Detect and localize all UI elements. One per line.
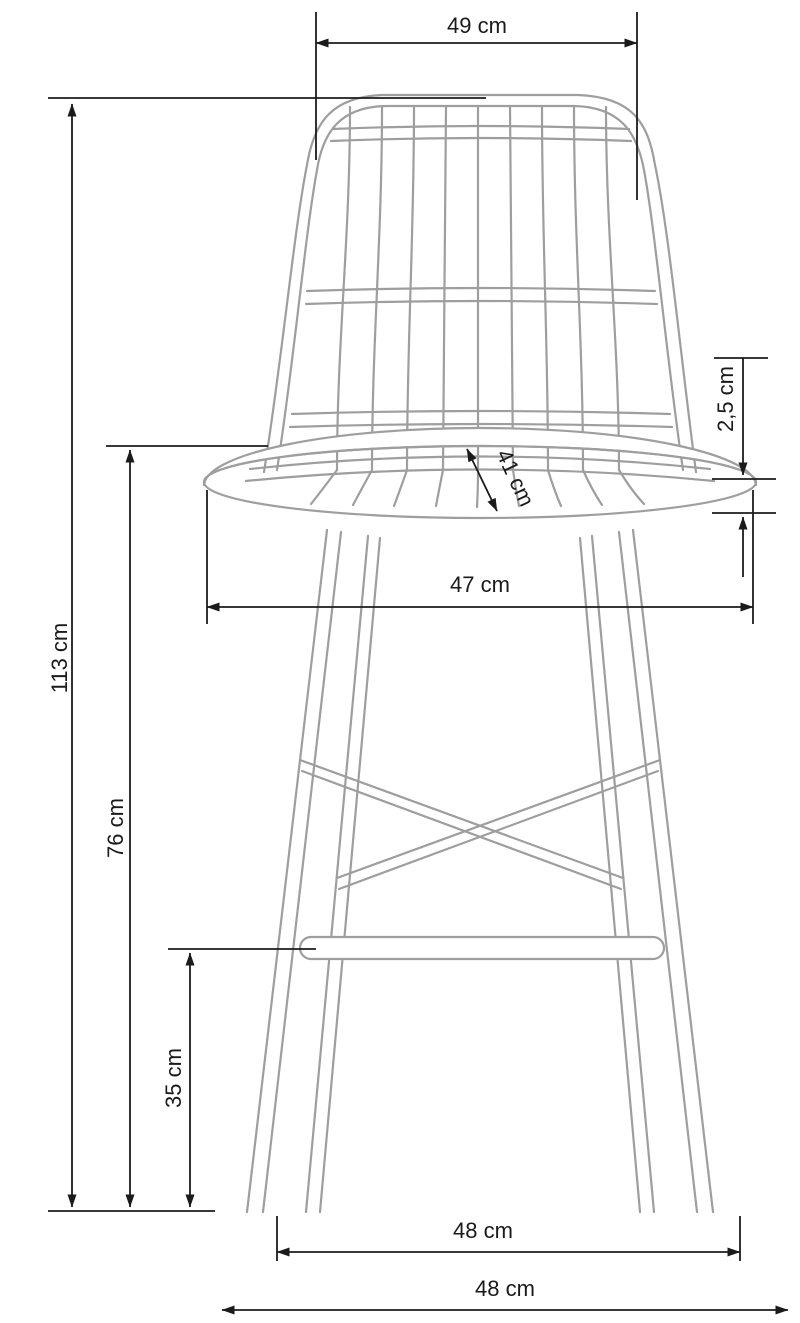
dim-seat-width: 47 cm [206,490,754,624]
backrest-frame-inner [275,104,685,472]
label-seat-depth: 41 cm [491,445,539,510]
label-backrest-width: 49 cm [447,13,507,38]
dim-seat-thickness: 2,5 cm [712,357,776,577]
label-seat-width: 47 cm [450,572,510,597]
leg-rear-left [304,534,382,1214]
dim-leg-span-outer: 48 cm [221,1276,789,1315]
dim-footrest-height: 35 cm [161,948,316,1208]
stretcher-x [298,758,662,891]
chair-drawing [202,93,758,1214]
dim-seat-height: 76 cm [103,445,268,1208]
label-seat-height: 76 cm [103,798,128,858]
label-leg-span-front: 48 cm [453,1218,513,1243]
legs [245,528,715,1214]
footrest [298,935,666,961]
leg-rear-right [578,534,656,1214]
dim-leg-span-front: 48 cm [276,1216,741,1261]
leg-front-left [245,528,343,1214]
label-footrest-height: 35 cm [161,1048,186,1108]
backrest [262,93,698,474]
seat [244,455,716,509]
label-total-height: 113 cm [47,623,72,694]
dimension-annotations: 49 cm 113 cm 76 cm 35 cm 47 cm [47,12,789,1315]
label-seat-thickness: 2,5 cm [713,366,738,432]
seat-weave [244,455,716,509]
label-leg-span-outer: 48 cm [475,1276,535,1301]
backrest-bands [288,124,674,429]
leg-front-right [617,528,715,1214]
dim-total-height: 113 cm [47,97,486,1212]
seat-outline [202,444,758,520]
backrest-frame-outer [262,93,698,474]
dim-backrest-width: 49 cm [315,12,638,200]
